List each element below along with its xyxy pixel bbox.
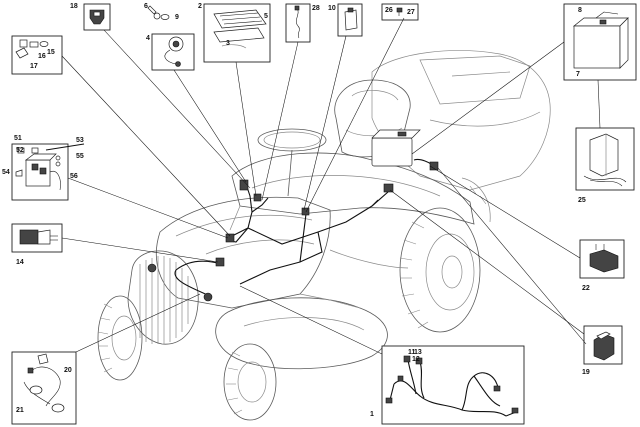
callout-3: 3: [226, 40, 230, 47]
callout-10: 10: [328, 5, 336, 12]
callout-18: 18: [70, 3, 78, 10]
callout-21: 21: [16, 407, 24, 414]
callout-19: 19: [582, 369, 590, 376]
callout-14: 14: [16, 259, 24, 266]
battery-on-tractor: [371, 129, 421, 167]
callout-15: 15: [47, 49, 55, 56]
callout-1: 1: [370, 411, 374, 418]
part-4-connector: [151, 33, 195, 71]
wiring-harness-on-tractor: [174, 149, 437, 297]
callout-6: 6: [144, 3, 148, 10]
part-25-battery-charger: [575, 127, 635, 191]
callout-7: 7: [576, 71, 580, 78]
callout-11: 11: [408, 349, 416, 356]
callout-8: 8: [578, 7, 582, 14]
part-1-main-wiring-harness: [381, 345, 525, 425]
callout-4: 4: [146, 35, 150, 42]
callout-54: 54: [2, 169, 10, 176]
callout-25: 25: [578, 197, 586, 204]
part-22-connector: [579, 239, 625, 279]
callout-56: 56: [70, 173, 78, 180]
callout-2: 2: [198, 3, 202, 10]
leader-lines: [61, 17, 601, 355]
part-15-16-17-fuses: [11, 35, 63, 75]
part-51-56-solenoid: [11, 143, 85, 201]
part-19-switch: [583, 325, 623, 365]
callout-labels: 18 6 9 2 5 3 28 10 26 27 8 7 4 15 16 17 …: [2, 3, 590, 418]
callout-27: 27: [407, 9, 415, 16]
callout-51: 51: [14, 135, 22, 142]
part-18-ignition-switch: [83, 3, 111, 31]
callout-20: 20: [64, 367, 72, 374]
part-6-and-9: [147, 5, 170, 20]
part-14-relay: [11, 223, 63, 253]
callout-55: 55: [76, 153, 84, 160]
callout-22: 22: [582, 285, 590, 292]
tractor-illustration: [97, 50, 551, 421]
part-28-wire: [285, 3, 311, 43]
part-10-component: [337, 3, 363, 37]
callout-52: 52: [16, 147, 24, 154]
part-20-21-headlight-bulbs: [11, 351, 77, 425]
part-26-27-clips: [381, 3, 419, 21]
part-2-3-5-dashboard-panel: [203, 3, 271, 63]
callout-28: 28: [312, 5, 320, 12]
connectors-on-tractor: [147, 161, 439, 302]
callout-13: 13: [414, 349, 422, 356]
part-7-8-battery: [563, 3, 637, 81]
callout-16: 16: [38, 53, 46, 60]
callout-9: 9: [175, 14, 179, 21]
callout-26: 26: [385, 7, 393, 14]
callout-12: 12: [412, 356, 420, 363]
callout-53: 53: [76, 137, 84, 144]
callout-5: 5: [264, 13, 268, 20]
callout-17: 17: [30, 63, 38, 70]
